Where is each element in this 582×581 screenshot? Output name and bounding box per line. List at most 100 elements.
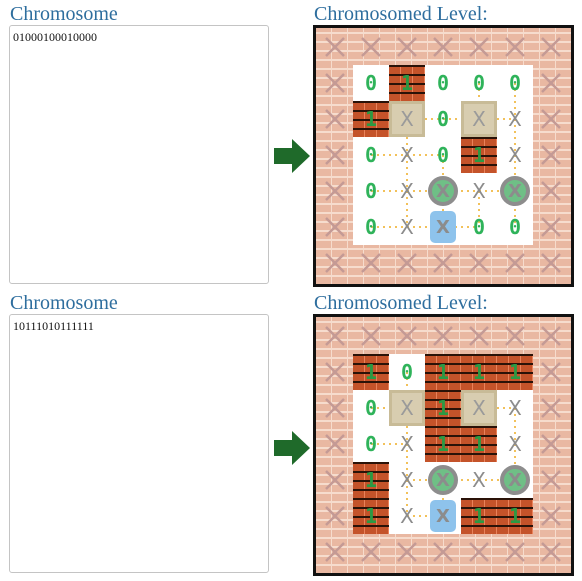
brick-wall-cell: 1 <box>353 498 389 534</box>
wall-x-mark <box>361 326 381 346</box>
brick-wall-cell: 1 <box>389 65 425 101</box>
crate-icon: X <box>389 390 425 426</box>
brick-wall-cell: 1 <box>461 137 497 173</box>
wall-x-mark <box>397 253 417 273</box>
player-body: X <box>430 211 456 243</box>
chromosome-title: Chromosome <box>10 292 118 314</box>
wall-x-mark <box>541 470 561 490</box>
floor-zero-cell: 0 <box>364 71 378 95</box>
brick-wall-cell: 1 <box>497 354 533 390</box>
wall-x-mark <box>397 326 417 346</box>
floor-x-cell: X <box>472 468 486 492</box>
floor-x-cell: X <box>508 107 522 131</box>
floor-x-cell: X <box>508 432 522 456</box>
target-ring: X <box>428 176 458 206</box>
wall-x-mark <box>325 109 345 129</box>
brick-wall-cell: 1 <box>353 462 389 498</box>
wall-x-mark <box>505 542 525 562</box>
floor-zero-cell: 0 <box>472 71 486 95</box>
floor-x-cell: X <box>508 143 522 167</box>
wall-x-mark <box>325 326 345 346</box>
wall-x-mark <box>541 542 561 562</box>
target-ring: X <box>500 465 530 495</box>
floor-zero-cell: 0 <box>436 107 450 131</box>
wall-x-mark <box>325 470 345 490</box>
floor-x-cell: X <box>400 468 414 492</box>
player-body: X <box>430 500 456 532</box>
wall-x-mark <box>361 37 381 57</box>
target-ring: X <box>500 176 530 206</box>
floor-zero-cell: 0 <box>508 215 522 239</box>
brick-wall-cell: 1 <box>353 101 389 137</box>
wall-x-mark <box>469 326 489 346</box>
wall-x-mark <box>325 398 345 418</box>
floor-x-cell: X <box>400 179 414 203</box>
wall-x-mark <box>433 542 453 562</box>
floor-zero-cell: 0 <box>364 215 378 239</box>
wall-x-mark <box>325 73 345 93</box>
chromosome-input[interactable]: 01000100010000 <box>9 25 269 284</box>
wall-x-mark <box>325 362 345 382</box>
level-title: Chromosomed Level: <box>314 292 488 314</box>
right-arrow-icon <box>274 139 310 173</box>
player-icon: X <box>425 498 461 534</box>
wall-x-mark <box>433 253 453 273</box>
target-icon: X <box>497 462 533 498</box>
wall-x-mark <box>325 434 345 454</box>
wall-x-mark <box>541 362 561 382</box>
floor-x-cell: X <box>400 504 414 528</box>
player-icon: X <box>425 209 461 245</box>
wall-x-mark <box>541 253 561 273</box>
target-icon: X <box>497 173 533 209</box>
wall-x-mark <box>541 37 561 57</box>
target-ring: X <box>428 465 458 495</box>
target-icon: X <box>425 462 461 498</box>
wall-x-mark <box>433 37 453 57</box>
crate-icon: X <box>461 101 497 137</box>
wall-x-mark <box>325 145 345 165</box>
brick-wall-cell: 1 <box>425 426 461 462</box>
brick-wall-cell: 1 <box>461 498 497 534</box>
wall-pattern <box>325 326 561 562</box>
floor-zero-cell: 0 <box>400 360 414 384</box>
floor-x-cell: X <box>400 215 414 239</box>
brick-wall-cell: 1 <box>353 354 389 390</box>
chromosome-title: Chromosome <box>10 3 118 25</box>
floor-x-cell: X <box>400 432 414 456</box>
floor-zero-cell: 0 <box>364 179 378 203</box>
floor-zero-cell: 0 <box>364 143 378 167</box>
floor-x-cell: X <box>508 396 522 420</box>
crate-icon: X <box>461 390 497 426</box>
wall-x-mark <box>325 506 345 526</box>
floor-zero-cell: 0 <box>364 432 378 456</box>
crate-icon: X <box>389 101 425 137</box>
floor-zero-cell: 0 <box>436 71 450 95</box>
wall-x-mark <box>325 37 345 57</box>
wall-x-mark <box>325 542 345 562</box>
wall-x-mark <box>397 37 417 57</box>
wall-x-mark <box>505 326 525 346</box>
wall-x-mark <box>361 253 381 273</box>
wall-x-mark <box>433 326 453 346</box>
wall-x-mark <box>541 398 561 418</box>
target-icon: X <box>425 173 461 209</box>
wall-pattern <box>325 37 561 273</box>
wall-x-mark <box>325 217 345 237</box>
chromosome-input[interactable]: 10111010111111 <box>9 314 269 573</box>
level-title: Chromosomed Level: <box>314 3 488 25</box>
wall-x-mark <box>541 326 561 346</box>
brick-wall-cell: 1 <box>461 426 497 462</box>
wall-x-mark <box>469 37 489 57</box>
wall-x-mark <box>541 217 561 237</box>
brick-wall-cell: 1 <box>425 354 461 390</box>
wall-x-mark <box>325 253 345 273</box>
brick-wall-cell: 1 <box>425 390 461 426</box>
wall-x-mark <box>505 253 525 273</box>
wall-x-mark <box>325 181 345 201</box>
floor-x-cell: X <box>472 179 486 203</box>
floor-x-cell: X <box>400 143 414 167</box>
brick-wall-cell: 1 <box>497 498 533 534</box>
